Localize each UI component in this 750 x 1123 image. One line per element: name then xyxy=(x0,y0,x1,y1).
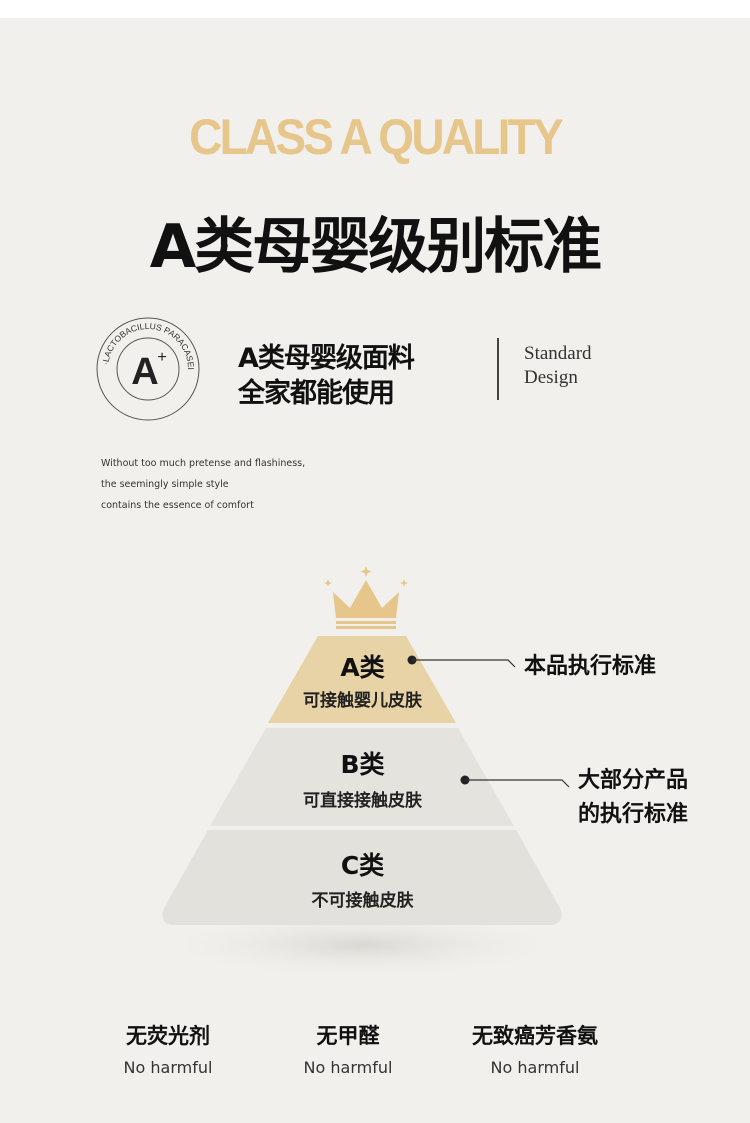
feature-title: 无致癌芳香氨 xyxy=(472,1024,598,1048)
crown-icon xyxy=(324,566,408,629)
callout-connector-b xyxy=(460,775,570,788)
callout-b-line-1: 大部分产品 xyxy=(578,768,689,793)
tier-b-subtitle: 可直接接触皮肤 xyxy=(303,791,422,811)
tier-c-subtitle: 不可接触皮肤 xyxy=(311,891,414,911)
feature-title: 无荧光剂 xyxy=(126,1024,210,1048)
badge-grade: A xyxy=(131,351,158,393)
feature-subtitle: No harmful xyxy=(303,1058,393,1077)
pyramid-shadow xyxy=(152,910,572,980)
badge-plus: + xyxy=(157,349,166,366)
english-copy-line: the seemingly simple style xyxy=(101,479,229,490)
tier-c-title: C类 xyxy=(340,851,385,880)
feature-subtitle: No harmful xyxy=(490,1058,580,1077)
tier-c-shape xyxy=(162,830,562,925)
tier-b-shape xyxy=(210,728,514,826)
tier-a-title: A类 xyxy=(340,653,385,682)
tier-b-title: B类 xyxy=(340,750,385,779)
english-copy-line: contains the essence of comfort xyxy=(101,500,254,511)
lactobacillus-badge-icon: ·LACTOBACILLUS PARACASEI· A + xyxy=(95,316,200,421)
standard-text: Standard xyxy=(524,343,592,364)
feature-no-formaldehyde: 无甲醛 No harmful xyxy=(238,1020,458,1077)
feature-subtitle: No harmful xyxy=(123,1058,213,1077)
intro-line-1: A类母婴级面料 xyxy=(238,343,415,374)
chinese-title: A类母婴级别标准 xyxy=(149,212,602,282)
design-text: Design xyxy=(524,367,578,388)
intro-line-2: 全家都能使用 xyxy=(238,378,395,409)
tier-a-subtitle: 可接触婴儿皮肤 xyxy=(303,691,422,711)
callout-connector-a xyxy=(407,655,516,668)
callout-a-label: 本品执行标准 xyxy=(524,654,657,679)
callout-b-line-2: 的执行标准 xyxy=(578,802,689,827)
feature-no-fluorescent: 无荧光剂 No harmful xyxy=(58,1020,278,1077)
feature-no-aromatic-amine: 无致癌芳香氨 No harmful xyxy=(425,1020,645,1077)
feature-title: 无甲醛 xyxy=(316,1024,380,1048)
english-title: CLASS A QUALITY xyxy=(189,109,564,165)
english-copy-line: Without too much pretense and flashiness… xyxy=(101,458,306,469)
divider xyxy=(497,338,499,400)
